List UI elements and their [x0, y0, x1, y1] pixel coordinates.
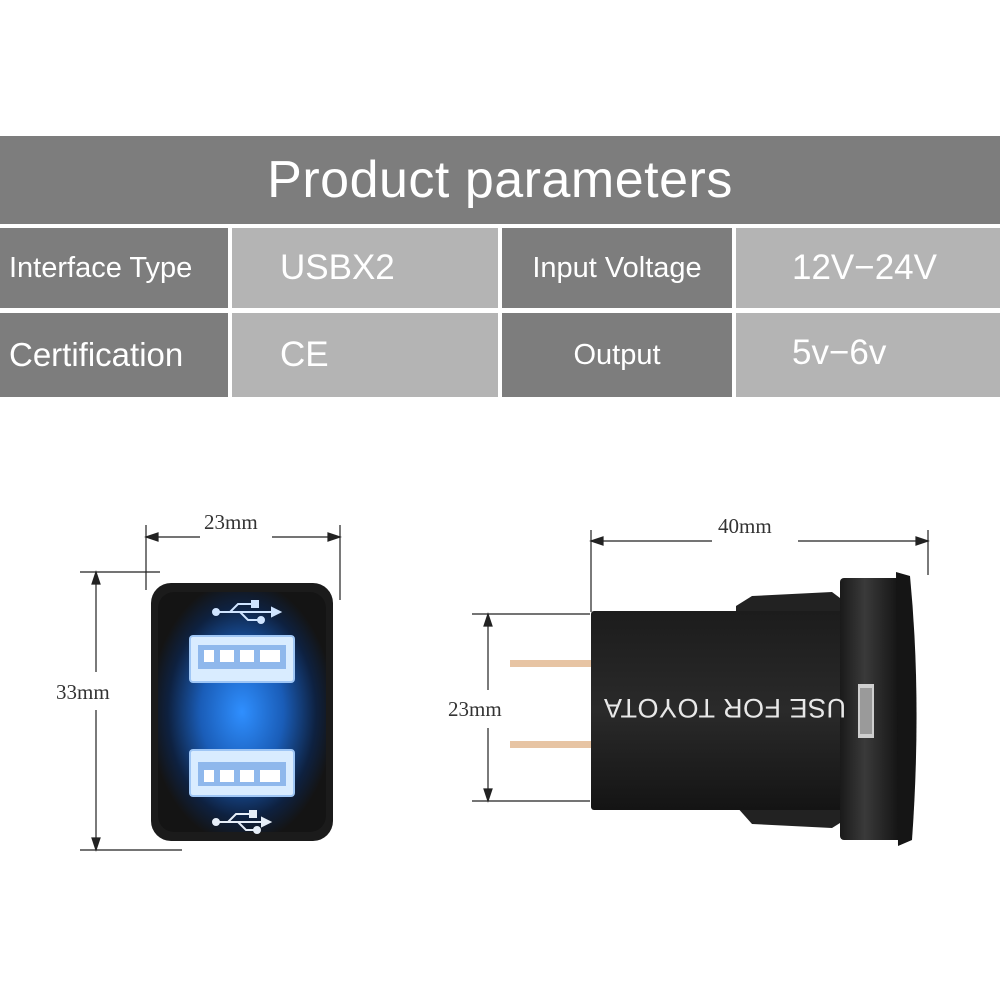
side-height-dimension — [472, 612, 590, 803]
front-width-dimension — [144, 525, 342, 600]
param-label-input-voltage: Input Voltage — [502, 228, 732, 308]
param-label-interface-type: Interface Type — [0, 228, 228, 308]
param-value-certification: CE — [232, 313, 498, 397]
param-value-interface-type: USBX2 — [232, 228, 498, 308]
usb-port-bottom — [189, 749, 295, 797]
side-length-label: 40mm — [718, 514, 772, 538]
param-value-output: 5v−6v — [736, 313, 1000, 397]
side-bezel — [896, 572, 917, 846]
param-label-output: Output — [502, 313, 732, 397]
latch-clip-top — [736, 592, 848, 614]
param-label-certification: Certification — [0, 313, 228, 397]
page-title: Product parameters — [0, 136, 1000, 224]
connector-pin — [510, 660, 592, 667]
side-length-dimension — [589, 530, 930, 612]
side-height-label: 23mm — [448, 697, 502, 721]
usb-icon — [212, 600, 283, 624]
front-width-label: 23mm — [204, 510, 258, 534]
latch-clip-bottom — [736, 806, 848, 828]
usb-icon — [212, 810, 273, 834]
side-slot-inner — [860, 688, 872, 734]
body-imprint: USE FOR TOYOTA — [603, 693, 846, 723]
front-height-dimension — [80, 570, 182, 852]
front-view — [80, 525, 342, 852]
usb-port-top — [189, 635, 295, 683]
front-height-label: 33mm — [56, 680, 110, 704]
param-value-input-voltage: 12V−24V — [736, 228, 1000, 308]
connector-pin — [510, 741, 592, 748]
side-view — [472, 530, 930, 846]
side-body — [591, 611, 846, 810]
